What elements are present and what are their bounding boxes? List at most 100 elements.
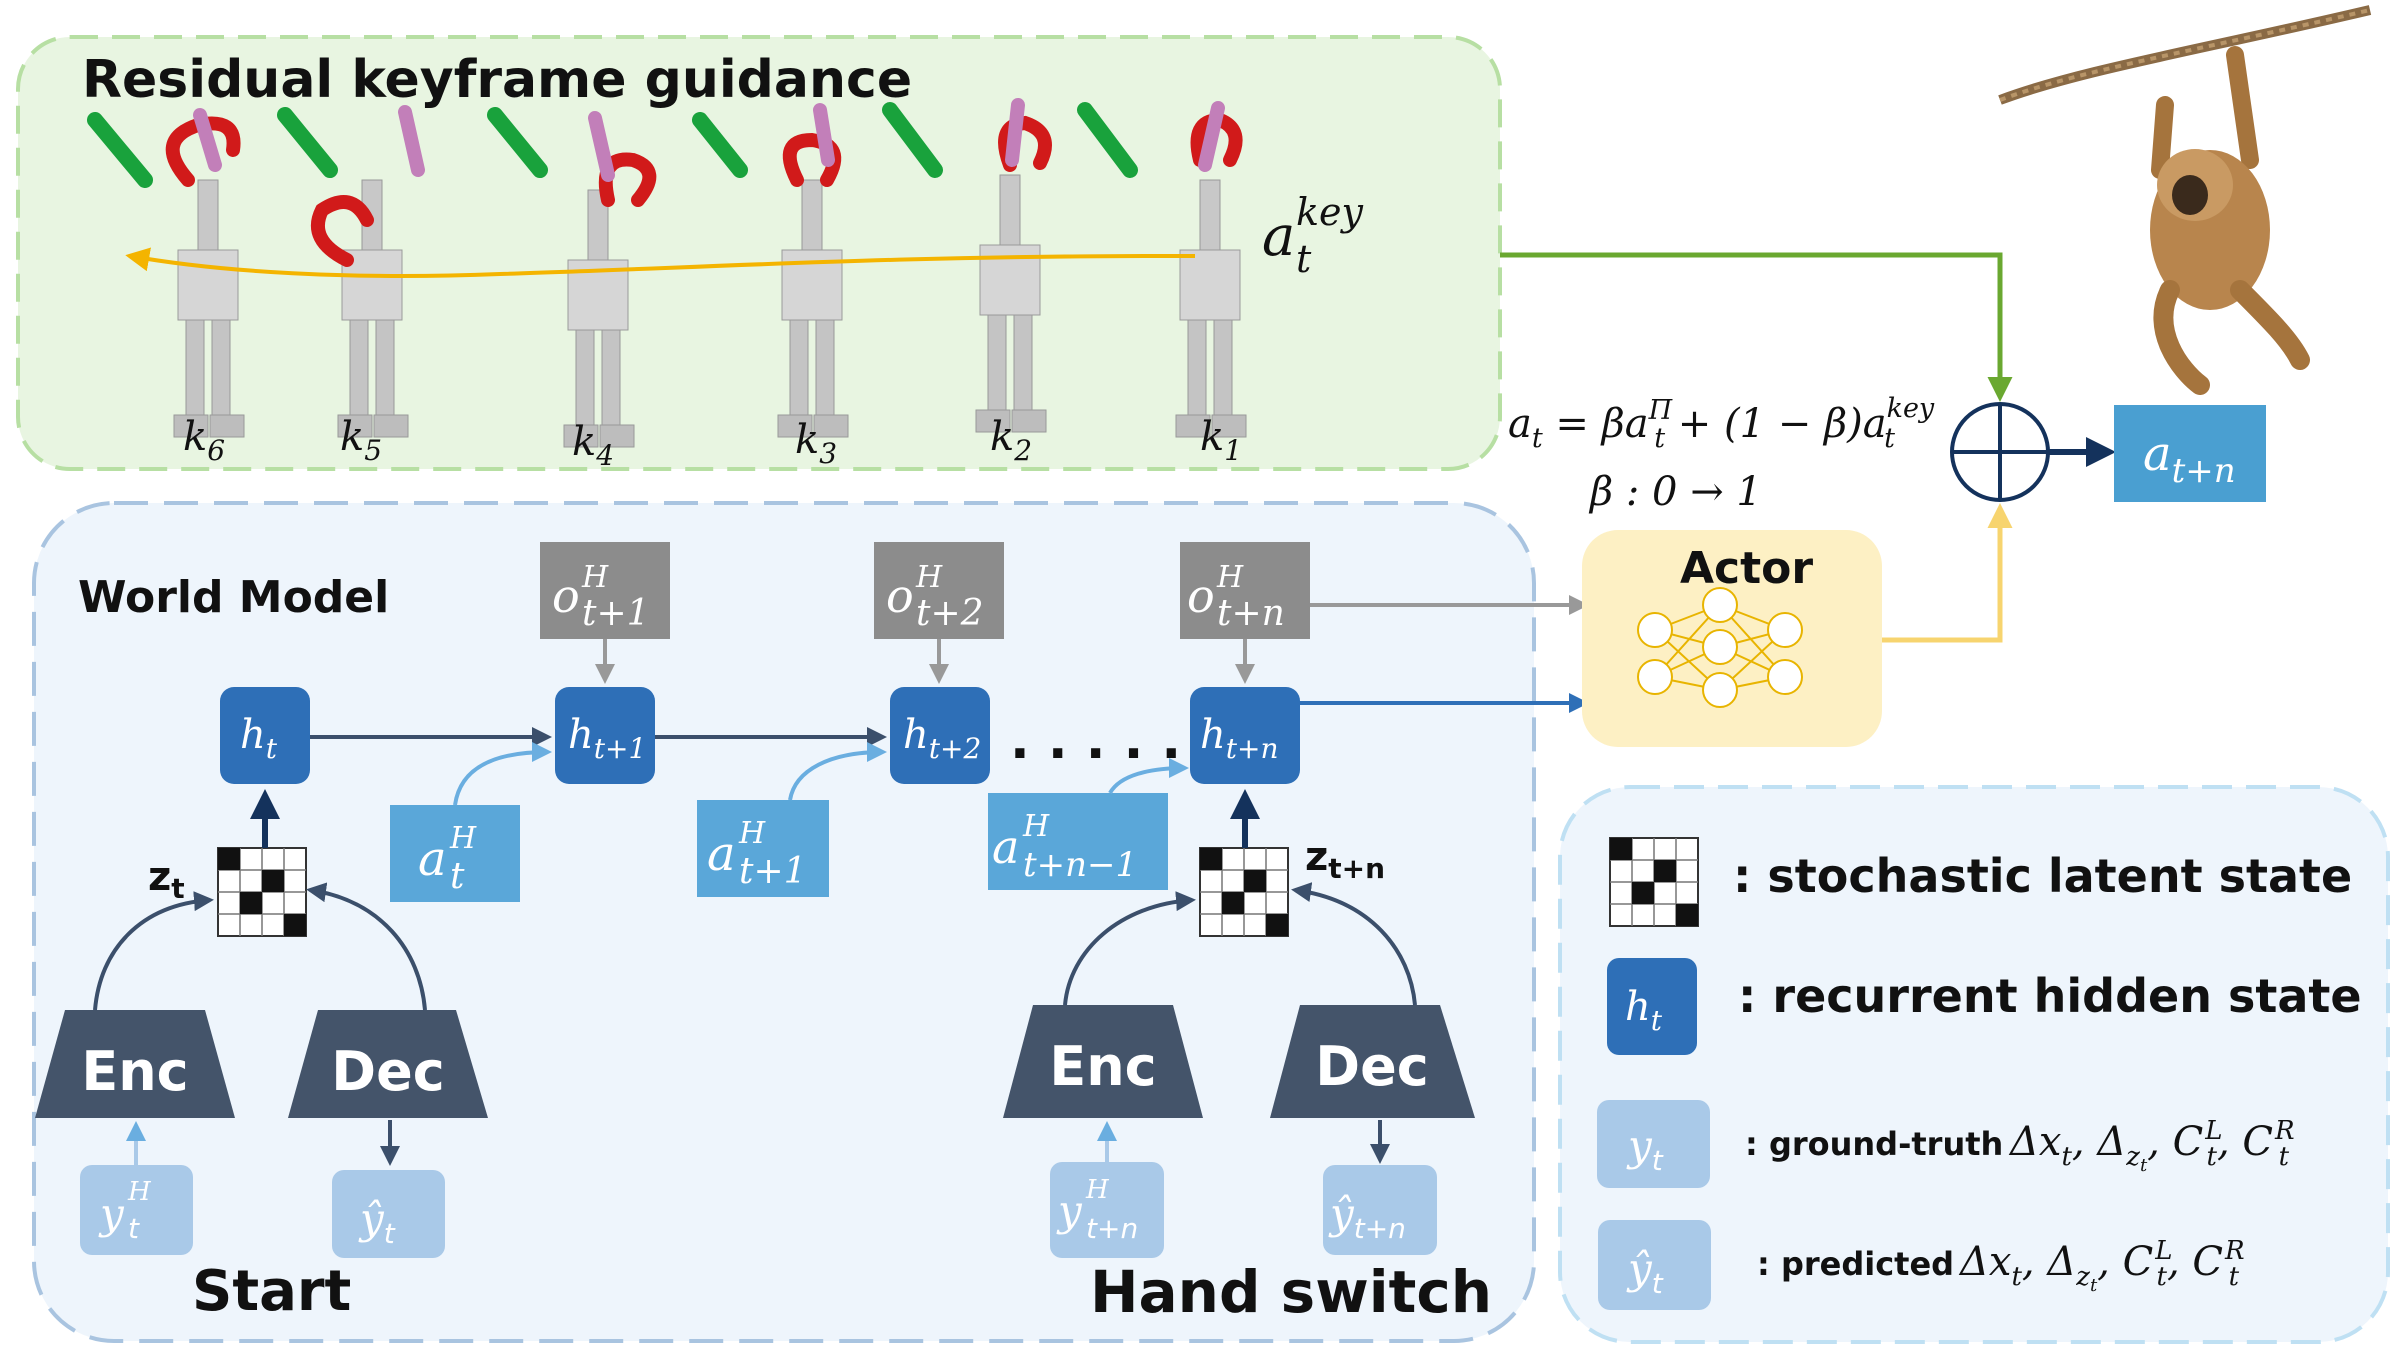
keyframe-label-k6: k6 xyxy=(183,414,225,467)
input-box-t xyxy=(80,1165,193,1255)
legend-panel xyxy=(1558,785,2390,1344)
sum-node xyxy=(1950,402,2050,502)
encoder-left-label: Enc xyxy=(81,1040,188,1103)
grip-bar xyxy=(882,102,943,178)
hidden-label-t: ht xyxy=(240,712,278,765)
latent-label-tn: zt+n xyxy=(1305,834,1385,885)
world-model-panel xyxy=(32,501,1536,1343)
action-box-tn1 xyxy=(988,793,1168,890)
grip-bar xyxy=(692,112,748,178)
keyframe-labels: k6 k5 k4 k3 k2 k1 xyxy=(183,414,1242,472)
keyframe-label-k1: k1 xyxy=(1200,414,1242,467)
encoder-arrow xyxy=(93,891,214,1011)
output-action-label: at+n xyxy=(2143,426,2236,491)
hidden-state-tn xyxy=(1190,687,1300,784)
legend-gt-prefix: : ground-truth xyxy=(1745,1125,2003,1163)
keyframe-panel-title: Residual keyframe guidance xyxy=(82,50,912,110)
legend-pred-icon-label: ŷt xyxy=(1626,1244,1664,1300)
output-action-box xyxy=(2114,405,2266,502)
observation-box-t2 xyxy=(874,542,1004,639)
decoder-arrow xyxy=(1291,882,1417,1006)
encoder-arrow xyxy=(1063,891,1196,1006)
legend-pred-icon xyxy=(1598,1220,1711,1310)
pose-k5 xyxy=(311,179,409,438)
encoder-right xyxy=(1003,1005,1203,1118)
prediction-box-t xyxy=(332,1170,445,1258)
world-model-title: World Model xyxy=(78,572,389,623)
grip-bar xyxy=(1077,102,1138,178)
hidden-state-t2 xyxy=(890,687,990,784)
grip-bar xyxy=(1005,98,1025,167)
start-label: Start xyxy=(192,1259,351,1324)
keyframe-poses xyxy=(87,98,1247,448)
decoder-left-label: Dec xyxy=(331,1040,444,1103)
keyframe-label-k5: k5 xyxy=(340,414,382,467)
prediction-label-tn: ŷt+n xyxy=(1328,1189,1406,1245)
latent-grid-t xyxy=(217,847,307,937)
legend-gt-icon xyxy=(1597,1100,1710,1188)
keyframe-trajectory xyxy=(125,247,1196,278)
keyframe-action-label: atkey xyxy=(1262,190,1364,281)
grip-bar xyxy=(87,112,153,188)
action-arrow xyxy=(453,742,552,806)
decoder-right xyxy=(1270,1005,1475,1118)
legend-pred-prefix: : predicted xyxy=(1757,1245,1954,1283)
grip-bar xyxy=(487,107,548,178)
keyframe-label-k2: k2 xyxy=(990,414,1032,467)
decoder-right-label: Dec xyxy=(1315,1035,1428,1098)
hidden-label-t2: ht+2 xyxy=(903,712,981,765)
encoder-right-label: Enc xyxy=(1049,1035,1156,1098)
hidden-states: ht ht+1 ht+2 ht+n xyxy=(220,687,1300,784)
grip-bar xyxy=(398,105,425,177)
grip-bar xyxy=(277,107,338,178)
legend-gt-icon-label: yt xyxy=(1626,1121,1664,1177)
grip-bar xyxy=(588,111,615,182)
hidden-state-t1 xyxy=(555,687,655,784)
sequence-ellipsis: . . . . . xyxy=(1010,711,1181,771)
action-box-t xyxy=(390,805,520,902)
keyframe-to-sum-arrow xyxy=(1500,252,2013,402)
latent-label-t: zt xyxy=(148,854,185,905)
enc-dec-right: Enc Dec xyxy=(1003,1005,1475,1118)
prediction-box-tn xyxy=(1323,1165,1437,1255)
hidden-label-tn: ht+n xyxy=(1200,712,1279,765)
gibbon-illustration xyxy=(1998,5,2372,395)
hand-switch-label: Hand switch xyxy=(1090,1258,1492,1326)
legend-latent-icon xyxy=(1609,837,1699,927)
latent-grid-tn xyxy=(1199,847,1289,937)
hidden-state-t xyxy=(220,687,310,784)
encoder-left xyxy=(35,1010,235,1118)
action-box-t1 xyxy=(697,800,829,897)
neural-net-icon xyxy=(1637,587,1803,708)
observation-box-t1 xyxy=(540,542,670,639)
action-arrow xyxy=(788,742,887,801)
keyframe-label-k3: k3 xyxy=(795,417,837,470)
decoder-arrow xyxy=(306,882,427,1011)
legend-hidden-icon-label: ht xyxy=(1625,984,1663,1037)
legend-hidden-icon xyxy=(1607,958,1697,1055)
grip-bar xyxy=(813,103,835,167)
beta-schedule: β : 0 → 1 xyxy=(1588,469,1762,515)
observation-box-tn xyxy=(1180,542,1310,639)
keyframe-label-k4: k4 xyxy=(572,419,614,472)
prediction-label-t: ŷt xyxy=(358,1194,396,1250)
actor-label: Actor xyxy=(1680,543,1813,594)
pose-k2 xyxy=(975,115,1052,433)
grip-bar xyxy=(193,108,222,172)
hidden-label-t1: ht+1 xyxy=(568,712,646,765)
actor-to-sum-arrow xyxy=(1882,503,2013,643)
legend-latent-text: : stochastic latent state xyxy=(1733,849,2352,903)
action-arrow xyxy=(1108,758,1189,795)
enc-dec-left: Enc Dec xyxy=(35,1010,488,1118)
